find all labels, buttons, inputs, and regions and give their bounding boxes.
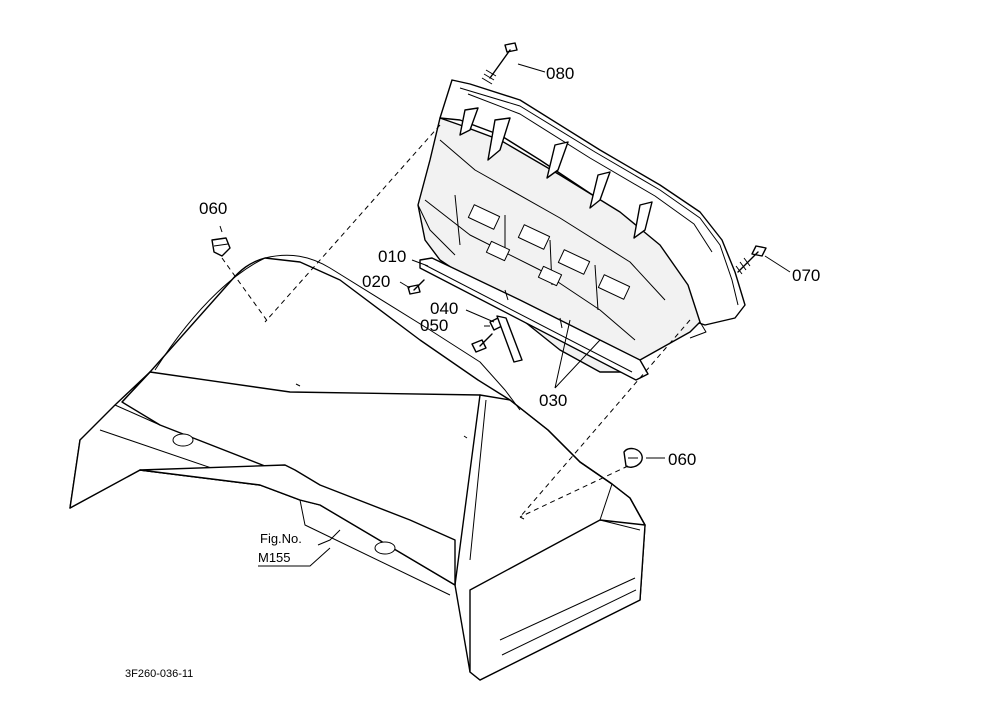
figure-ref-label: Fig.No. <box>260 531 302 546</box>
clip-060-top <box>211 237 231 257</box>
screw-070 <box>735 245 767 275</box>
callout-060-top: 060 <box>199 199 227 218</box>
callout-050: 050 <box>420 316 448 335</box>
callout-030: 030 <box>539 391 567 410</box>
figure-ref-number: M155 <box>258 550 291 565</box>
drawing-code: 3F260-036-11 <box>125 668 193 680</box>
callout-080: 080 <box>546 64 574 83</box>
leader-lines <box>219 63 791 567</box>
callout-010: 010 <box>378 247 406 266</box>
hood-panel <box>69 254 646 681</box>
screw-040-050 <box>471 315 523 363</box>
screw-020 <box>407 279 425 295</box>
callout-020: 020 <box>362 272 390 291</box>
instrument-cluster-housing <box>417 79 746 373</box>
callout-060-right: 060 <box>668 450 696 469</box>
callout-070: 070 <box>792 266 820 285</box>
clip-060-right <box>623 447 643 468</box>
screw-080 <box>481 42 518 85</box>
callout-040: 040 <box>430 299 458 318</box>
